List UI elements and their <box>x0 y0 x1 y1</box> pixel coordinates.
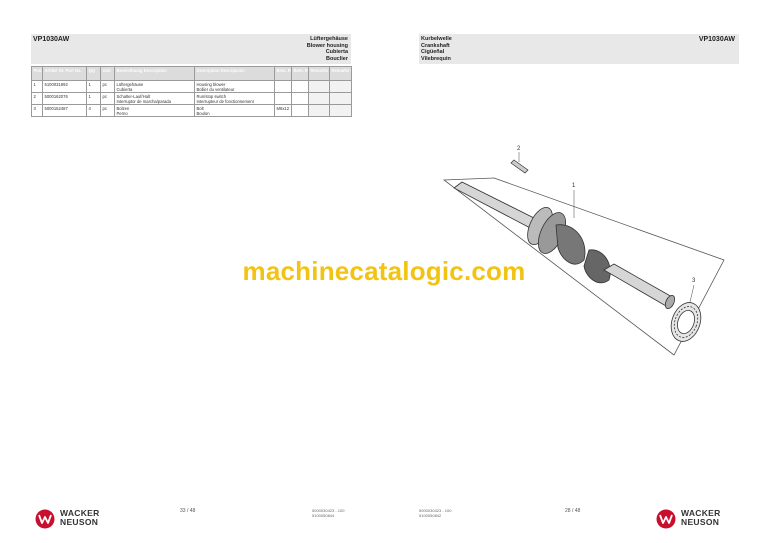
logo-text: WACKER NEUSON <box>60 509 100 527</box>
cell-remark: M6x12 <box>274 104 292 117</box>
title-es: Cubierta <box>325 49 348 56</box>
column-header: Qty <box>86 66 101 81</box>
parts-table: Pos. Ref. Artikel Nr. Part No. Qty Unit … <box>31 66 352 117</box>
watermark-text: machinecatalogic.com <box>242 256 526 286</box>
title-en: Blower housing <box>306 42 348 49</box>
cell-pos: 2 <box>31 92 43 105</box>
column-header: Unit <box>100 66 115 81</box>
document-numbers: 5000030423 - 100 5100050844 <box>312 508 344 518</box>
pin-part <box>510 159 529 174</box>
name-de: Bolzen <box>116 105 130 111</box>
bearing-part <box>670 302 702 342</box>
logo-word: NEUSON <box>681 517 720 527</box>
cell-empty <box>291 80 309 93</box>
cell-empty <box>329 104 352 117</box>
name-fr: Bollier du ventilateur <box>196 86 235 92</box>
cell-qty: 1 <box>86 80 101 93</box>
doc-number: 5100050844 <box>312 513 335 518</box>
page-number: 28 / 48 <box>565 508 581 514</box>
column-header: Bem. Remarks <box>274 66 292 81</box>
cell-remark <box>274 80 292 93</box>
leader-line-3 <box>689 284 695 303</box>
callout-1: 1 <box>572 183 576 189</box>
title-fr: Vilebrequin <box>421 55 451 62</box>
cell-qty: 1 <box>86 92 101 105</box>
cell-empty <box>308 80 330 93</box>
model-number: VP1030AW <box>698 36 735 43</box>
column-header: Remarks Observ. <box>308 66 330 81</box>
logo-emblem-icon <box>656 509 676 529</box>
logo-word: WACKER <box>60 508 100 518</box>
logo-emblem-icon <box>35 509 55 529</box>
column-header: Pos. Ref. <box>31 66 43 81</box>
logo-word: NEUSON <box>60 517 99 527</box>
cell-pos: 1 <box>31 80 43 93</box>
cell-empty <box>291 104 309 117</box>
name-es: Cubierta <box>116 86 133 92</box>
doc-number: 5000030423 - 100 <box>419 508 452 513</box>
column-header: Bezeichnung Description <box>114 66 195 81</box>
document-numbers: 5000030423 - 100 5100050842 <box>419 508 451 518</box>
cell-part-number: 5000162076 <box>42 92 87 105</box>
cell-empty <box>329 92 352 105</box>
name-es: Perno <box>116 110 128 116</box>
logo-word: WACKER <box>681 508 721 518</box>
cell-part-number: 5000152487 <box>42 104 87 117</box>
name-fr: Boulon <box>196 110 210 116</box>
name-en: Housing blower <box>196 81 226 87</box>
section-titles: Lüftergehäuse Blower housing Cubierta Bo… <box>307 36 348 62</box>
name-de: Schalter-Lauf/Halt <box>116 93 151 99</box>
name-en: Bolt <box>196 105 204 111</box>
title-es: Cigüeñal <box>421 49 445 56</box>
name-es: Interruptor de marcha/parada <box>116 98 171 104</box>
cell-empty <box>329 80 352 93</box>
table-header-row: Pos. Ref. Artikel Nr. Part No. Qty Unit … <box>31 66 352 81</box>
cell-part-number: 5100031892 <box>42 80 87 93</box>
cell-empty <box>308 104 330 117</box>
cell-unit: pc <box>100 80 115 93</box>
cell-unit: pc <box>100 92 115 105</box>
model-number: VP1030AW <box>33 36 70 43</box>
doc-number: 5100050842 <box>419 513 442 518</box>
column-header: Bem. Remarks <box>291 66 309 81</box>
cell-empty <box>308 92 330 105</box>
title-fr: Bouclier <box>325 55 348 62</box>
section-titles: Kurbelwelle Crankshaft Cigüeñal Vilebreq… <box>421 36 452 62</box>
title-de: Lüftergehäuse <box>310 36 348 42</box>
callout-2: 2 <box>517 146 521 152</box>
left-page: VP1030AW Lüftergehäuse Blower housing Cu… <box>31 34 352 529</box>
column-header: Description Descripción <box>194 66 275 81</box>
name-en: Run/stop switch <box>196 93 227 99</box>
cell-empty <box>291 92 309 105</box>
column-header: Remarks Observ. <box>329 66 352 81</box>
name-de: Lüftergehäuse <box>116 81 144 87</box>
doc-number: 5000030423 - 100 <box>312 508 345 513</box>
title-en: Crankshaft <box>421 42 450 49</box>
cell-pos: 3 <box>31 104 43 117</box>
cell-remark <box>274 92 292 105</box>
cell-unit: pc <box>100 104 115 117</box>
name-fr: Interrupteur de fonctionnement <box>196 98 254 104</box>
title-de: Kurbelwelle <box>421 36 452 42</box>
cell-qty: 4 <box>86 104 101 117</box>
callout-3: 3 <box>692 278 696 284</box>
page-number: 33 / 48 <box>180 508 196 514</box>
crankshaft-exploded-diagram: 1 2 3 <box>442 146 725 356</box>
left-page-header: VP1030AW Lüftergehäuse Blower housing Cu… <box>31 34 351 64</box>
diagram-frame <box>442 177 725 356</box>
crankshaft-part <box>453 181 676 309</box>
logo-text: WACKER NEUSON <box>681 509 721 527</box>
right-page: Kurbelwelle Crankshaft Cigüeñal Vilebreq… <box>384 0 768 543</box>
column-header: Artikel Nr. Part No. <box>42 66 87 81</box>
right-page-header: Kurbelwelle Crankshaft Cigüeñal Vilebreq… <box>419 34 739 64</box>
